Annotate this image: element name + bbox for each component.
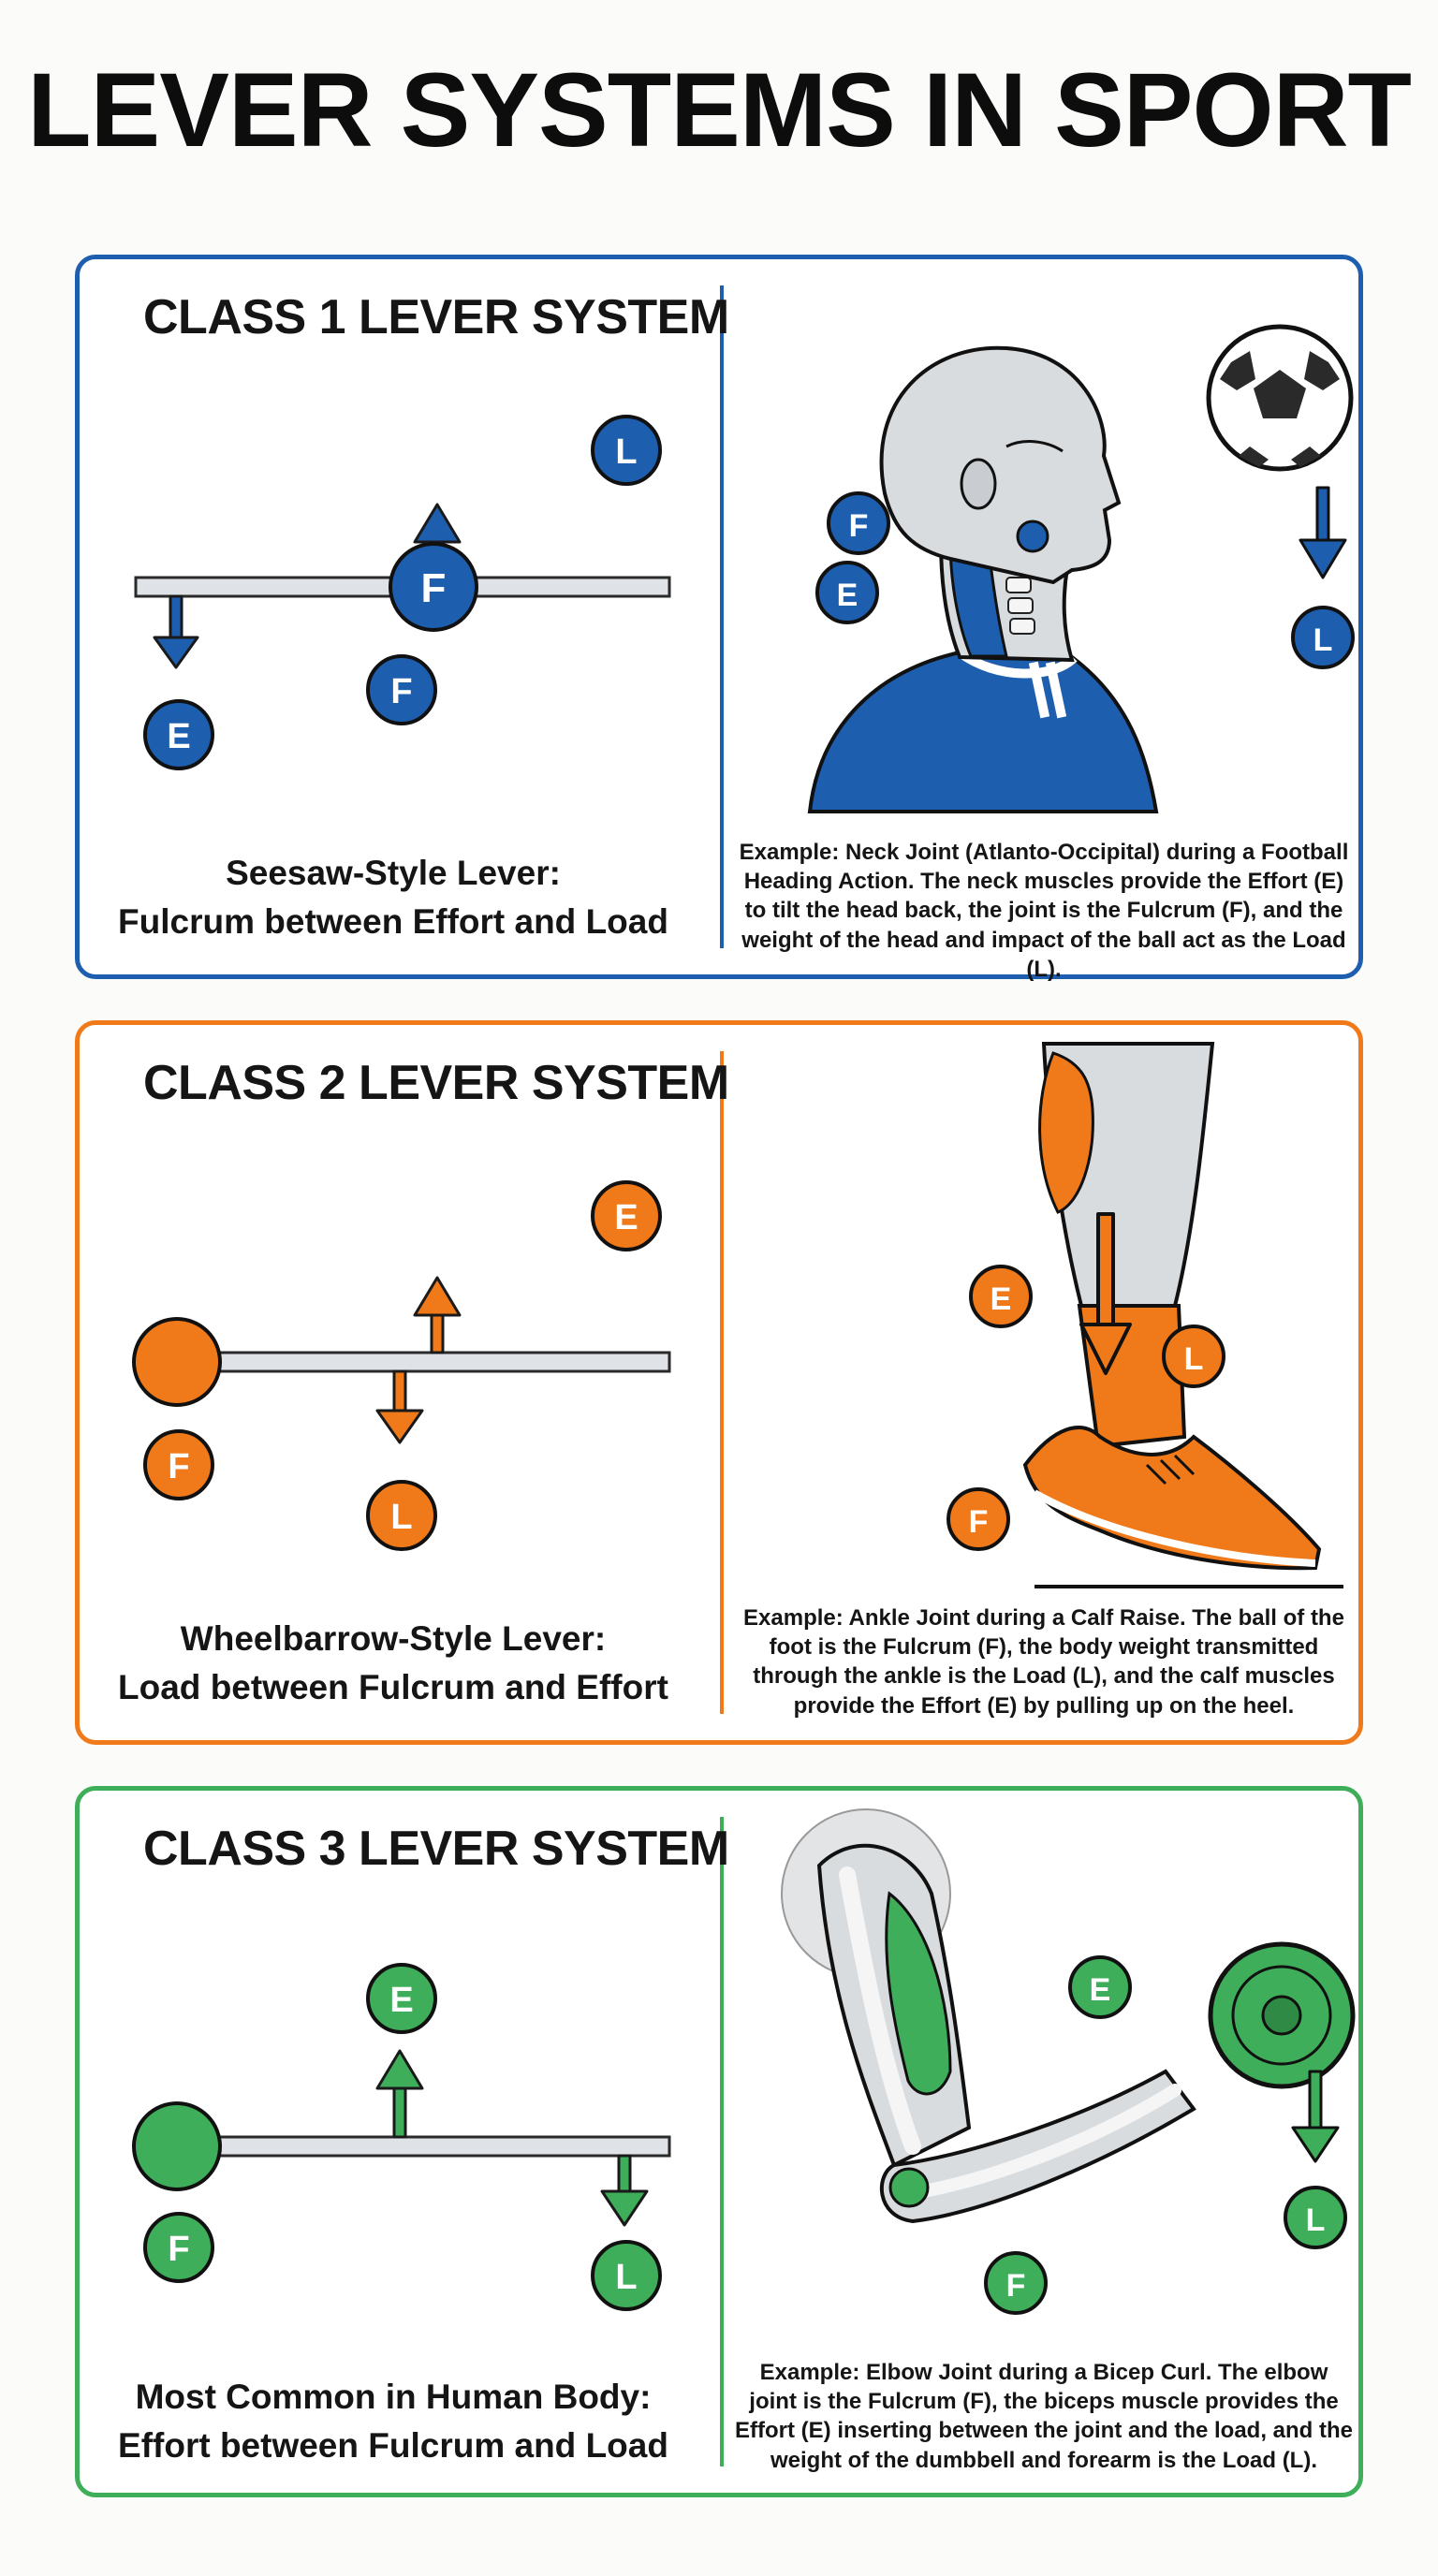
svg-text:F: F	[390, 672, 412, 711]
effort-marker: E	[366, 1963, 437, 2034]
elbow-load-label: L	[1284, 2186, 1347, 2249]
panel-divider	[720, 1051, 724, 1714]
calf-muscle-shape	[1038, 1051, 1094, 1214]
class2-title: CLASS 2 LEVER SYSTEM	[143, 1056, 729, 1110]
load-marker: L	[366, 1480, 437, 1551]
load-arrow-down-icon	[1299, 486, 1347, 579]
class1-title: CLASS 1 LEVER SYSTEM	[143, 290, 729, 344]
fulcrum-label-below: F	[366, 654, 437, 725]
svg-text:E: E	[1090, 1972, 1111, 2008]
class1-example-text: Example: Neck Joint (Atlanto-Occipital) …	[739, 840, 1349, 982]
elbow-effort-label: E	[1068, 1955, 1132, 2019]
neck-muscle-shape	[948, 538, 1008, 658]
svg-text:L: L	[390, 1498, 412, 1537]
effort-arrow-up-icon	[413, 1276, 462, 1354]
neck-fulcrum-label: F	[827, 491, 890, 555]
class3-panel: CLASS 3 LEVER SYSTEM E F L Most Comm	[75, 1786, 1363, 2497]
panel-divider	[720, 285, 724, 948]
svg-text:L: L	[1313, 622, 1333, 658]
jersey-shape	[807, 650, 1159, 813]
fulcrum-label: F	[143, 1429, 214, 1500]
effort-marker: E	[591, 1180, 662, 1251]
svg-text:E: E	[990, 1281, 1012, 1317]
class3-example-text: Example: Elbow Joint during a Bicep Curl…	[735, 2360, 1354, 2473]
ankle-effort-label: E	[969, 1265, 1033, 1328]
fulcrum-marker: F	[389, 542, 478, 632]
svg-text:E: E	[167, 717, 190, 756]
svg-text:E: E	[389, 1981, 413, 2020]
panel-divider	[720, 1817, 724, 2466]
load-arrow-down-icon	[375, 1369, 424, 1444]
dumbbell-icon	[1208, 1941, 1356, 2089]
class1-lever-diagram: F F E L	[134, 415, 671, 770]
svg-text:E: E	[614, 1198, 638, 1237]
svg-text:F: F	[969, 1504, 989, 1540]
class2-example-text: Example: Ankle Joint during a Calf Raise…	[743, 1605, 1344, 1719]
elbow-bicep-curl-illustration: E L F	[781, 1808, 1356, 2315]
fulcrum-marker	[132, 2101, 222, 2191]
class2-lever-diagram: F L E	[132, 1180, 671, 1551]
load-arrow-down-icon	[600, 2154, 649, 2227]
class3-lever-diagram: E F L	[132, 1963, 671, 2311]
fulcrum-label: F	[143, 2212, 214, 2283]
effort-marker: E	[143, 699, 214, 770]
svg-text:L: L	[1306, 2203, 1326, 2238]
svg-text:L: L	[1184, 1341, 1204, 1377]
ankle-fulcrum-label: F	[946, 1487, 1010, 1551]
fulcrum-marker	[132, 1317, 222, 1407]
ankle-calf-raise-illustration: E L F	[946, 1042, 1343, 1588]
page-title: LEVER SYSTEMS IN SPORT	[27, 51, 1412, 168]
svg-text:L: L	[615, 2258, 637, 2297]
svg-text:F: F	[168, 1447, 189, 1486]
ankle-load-label: L	[1162, 1325, 1225, 1388]
lever-beam	[171, 2135, 671, 2158]
class3-caption: Most Common in Human Body: Effort betwee…	[118, 2378, 668, 2465]
class2-caption: Wheelbarrow-Style Lever: Load between Fu…	[118, 1619, 668, 1706]
soccer-ball-icon	[1206, 324, 1354, 472]
biceps-muscle-shape	[885, 1891, 952, 2096]
class1-panel: CLASS 1 LEVER SYSTEM F F E L S	[75, 255, 1363, 982]
load-marker: L	[591, 415, 662, 486]
effort-arrow-up-icon	[375, 2049, 424, 2139]
elbow-fulcrum-label: F	[984, 2251, 1048, 2315]
effort-arrow-down-icon	[153, 594, 199, 669]
load-arrow-down-icon	[1291, 2070, 1340, 2163]
svg-text:E: E	[837, 578, 858, 613]
svg-text:F: F	[849, 508, 869, 544]
lever-beam	[171, 1351, 671, 1373]
class3-title: CLASS 3 LEVER SYSTEM	[143, 1822, 729, 1876]
class2-panel: CLASS 2 LEVER SYSTEM F L E Wheelbarr	[75, 1020, 1363, 1745]
load-marker: L	[591, 2240, 662, 2311]
svg-text:L: L	[615, 432, 637, 472]
svg-text:F: F	[421, 565, 447, 611]
class1-caption: Seesaw-Style Lever: Fulcrum between Effo…	[118, 854, 668, 941]
load-arrow-down-icon	[1079, 1212, 1132, 1375]
neck-load-label: L	[1291, 606, 1355, 669]
neck-effort-label: E	[815, 561, 879, 624]
svg-text:F: F	[1006, 2268, 1026, 2304]
neck-heading-illustration: F E L	[807, 324, 1355, 813]
head-shape	[879, 345, 1122, 585]
shoe-shape	[1022, 1426, 1322, 1571]
svg-text:F: F	[168, 2230, 189, 2269]
